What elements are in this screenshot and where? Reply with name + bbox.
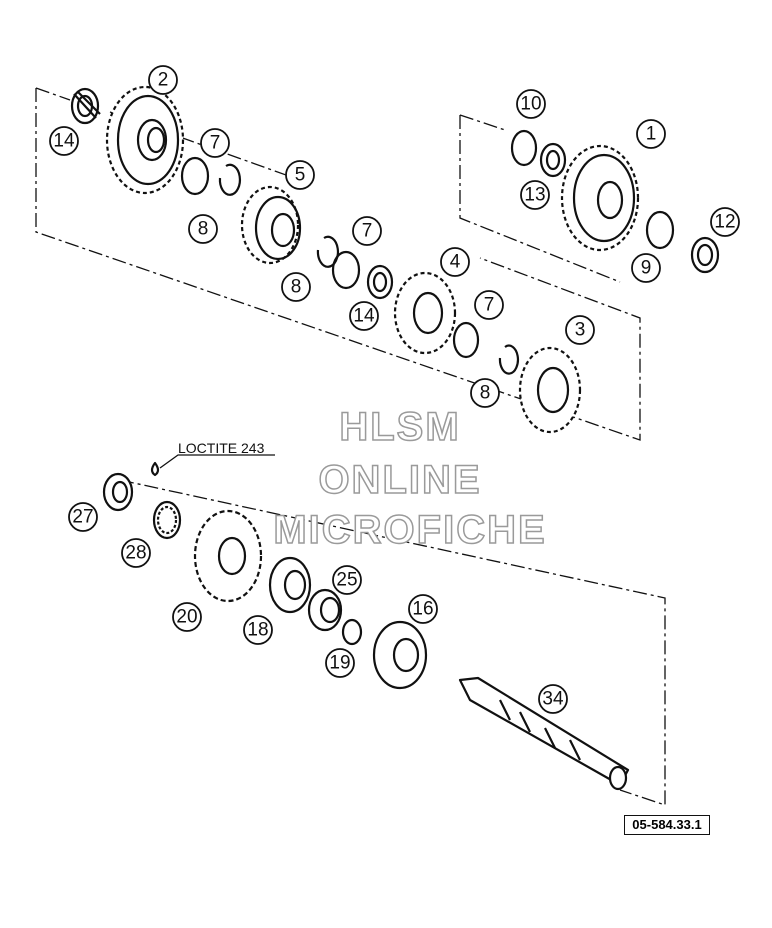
thrust-washer-7-a [180,156,210,196]
callout-14-a-label: 14 [53,131,75,152]
thrust-washer-7-b [331,250,361,290]
callout-4-label: 4 [450,252,461,273]
callout-14-b: 14 [349,301,379,331]
callout-9-label: 9 [641,258,652,279]
gear-5 [240,185,302,265]
callout-25-label: 25 [336,570,357,591]
callout-25: 25 [332,565,362,595]
callout-10-label: 10 [520,94,541,115]
callout-9: 9 [631,253,661,283]
callout-28-label: 28 [125,543,146,564]
callout-5: 5 [285,160,315,190]
needle-bearing-12 [690,236,720,274]
gear-1 [560,144,640,252]
callout-8-c: 8 [470,378,500,408]
callout-7-c: 7 [474,290,504,320]
ball-bearing-18 [268,556,312,614]
callout-3-label: 3 [575,320,586,341]
callout-8-b: 8 [281,272,311,302]
diagram-reference-number: 05-584.33.1 [624,815,710,835]
callout-12: 12 [710,207,740,237]
callout-7-a-label: 7 [210,133,221,154]
callout-16-label: 16 [412,599,433,620]
spacer-25 [307,588,343,632]
watermark-line-1: HLSM [339,404,461,450]
loctite-leader-line [159,454,275,469]
countershaft-34 [458,676,630,791]
callout-8-a: 8 [188,214,218,244]
watermark-line-2: ONLINE [318,457,482,503]
needle-bearing-13 [539,142,567,178]
callout-8-c-label: 8 [480,383,491,404]
gear-4 [393,271,457,355]
callout-14-b-label: 14 [353,306,375,327]
callout-7-b: 7 [352,216,382,246]
callout-19: 19 [325,648,355,678]
thrust-washer-7-c [452,321,480,359]
callout-20-label: 20 [176,607,197,628]
callout-16: 16 [408,594,438,624]
sprocket-20 [193,509,263,603]
callout-2: 2 [148,65,178,95]
watermark-line-3: MICROFICHE [273,507,547,553]
callout-8-a-label: 8 [198,219,209,240]
callout-18: 18 [243,615,273,645]
callout-13: 13 [520,180,550,210]
needle-bearing-14-top [70,87,101,125]
callout-27: 27 [68,502,98,532]
collar-nut-27 [102,472,134,512]
circlip-8-c [498,344,520,375]
callout-13-label: 13 [524,185,545,206]
callout-3: 3 [565,315,595,345]
callout-12-label: 12 [714,212,735,233]
callout-7-b-label: 7 [362,221,373,242]
circlip-8-a [218,163,241,196]
callout-10: 10 [516,89,546,119]
callout-28: 28 [121,538,151,568]
needle-bearing-14-mid [366,264,394,300]
callout-7-a: 7 [200,128,230,158]
callout-34-label: 34 [542,689,564,710]
callout-5-label: 5 [295,165,306,186]
callout-18-label: 18 [247,620,268,641]
callout-20: 20 [172,602,202,632]
gear-2 [105,85,185,195]
gear-3 [518,346,582,434]
callout-19-label: 19 [329,653,350,674]
loctite-drop [150,461,160,477]
ball-bearing-16 [372,620,428,690]
thrust-washer-10 [510,129,538,167]
callout-2-label: 2 [158,70,169,91]
loctite-note: LOCTITE 243 [178,440,265,456]
callout-8-b-label: 8 [291,277,302,298]
callout-1: 1 [636,119,666,149]
callout-7-c-label: 7 [484,295,495,316]
callout-4: 4 [440,247,470,277]
lock-washer-28 [152,500,182,540]
callout-14-a: 14 [49,126,79,156]
callout-1-label: 1 [646,124,657,145]
callout-27-label: 27 [72,507,93,528]
callout-34: 34 [538,684,568,714]
thrust-washer-9 [645,210,675,250]
o-ring-19 [341,618,363,646]
